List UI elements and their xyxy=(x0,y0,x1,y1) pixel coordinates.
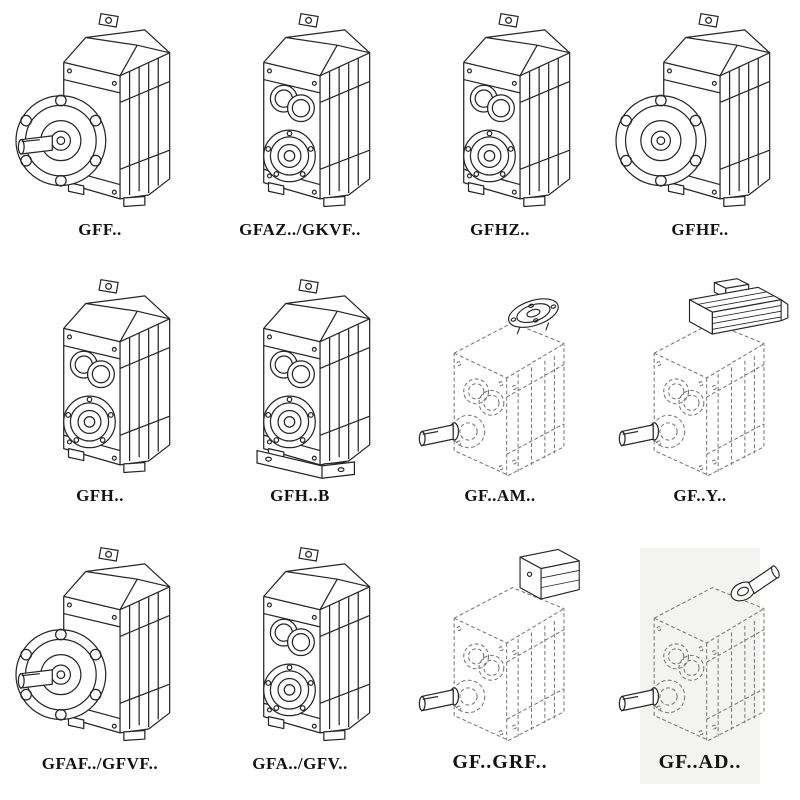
model-label: GFAF../GFVF.. xyxy=(41,754,159,773)
model-label: GFF.. xyxy=(78,220,122,239)
model-label: GFAZ../GKVF.. xyxy=(239,220,361,239)
catalog-cell-gfaf-gfvf: GFAF../GFVF.. xyxy=(40,548,160,784)
gearbox-hollow-shaft-icon xyxy=(208,541,392,751)
gearbox-input-shaft-dashed-icon xyxy=(608,538,792,748)
gearbox-hollow-shaft-icon xyxy=(208,7,392,217)
gearbox-hollow-shaft-base-icon xyxy=(208,273,392,483)
model-label: GFA../GFV.. xyxy=(252,754,348,773)
electric-motor xyxy=(690,279,788,334)
gearbox-housing-dashed xyxy=(419,588,564,741)
gearbox-flange-solid-shaft-icon xyxy=(8,541,192,751)
model-label: GFH.. xyxy=(76,486,124,505)
catalog-cell-gf-y: GF..Y.. xyxy=(640,282,760,516)
catalog-cell-gfa-gfv: GFA../GFV.. xyxy=(240,548,360,784)
catalog-cell-gfh-b: GFH..B xyxy=(240,282,360,516)
gearbox-housing-dashed xyxy=(619,323,764,476)
catalog-cell-gfhz: GFHZ.. xyxy=(440,16,560,250)
catalog-cell-gf-am: GF..AM.. xyxy=(440,282,560,516)
catalog-cell-gff: GFF.. xyxy=(40,16,160,250)
catalog-cell-gf-grf: GF..GRF.. xyxy=(440,548,560,784)
model-label: GF..Y.. xyxy=(673,486,727,505)
output-flange xyxy=(616,95,706,186)
gear-adapter-housing xyxy=(520,549,579,599)
free-input-shaft xyxy=(728,565,781,605)
gearbox-flange-solid-shaft-icon xyxy=(8,7,192,217)
model-label: GFHF.. xyxy=(671,220,729,239)
gearbox-hollow-shrink-disc-icon xyxy=(408,7,592,217)
catalog-cell-gfaz-gkvf: GFAZ../GKVF.. xyxy=(239,16,361,250)
gearbox-flange-mounted-icon xyxy=(608,7,792,217)
gearbox-hollow-shaft-icon xyxy=(8,273,192,483)
gearbox-housing-dashed xyxy=(419,323,564,476)
catalog-cell-gf-ad: GF..AD.. xyxy=(640,548,760,784)
model-label: GFHZ.. xyxy=(470,220,530,239)
model-label: GF..AM.. xyxy=(464,486,536,505)
model-label: GF..GRF.. xyxy=(452,751,548,773)
gearbox-housing-dashed xyxy=(619,588,764,741)
gearbox-with-motor-dashed-icon xyxy=(608,273,792,483)
gearbox-adapter-housing-dashed-icon xyxy=(408,538,592,748)
catalog-cell-gfh: GFH.. xyxy=(40,282,160,516)
model-label: GFH..B xyxy=(270,486,330,505)
catalog-cell-gfhf: GFHF.. xyxy=(640,16,760,250)
model-label: GF..AD.. xyxy=(658,751,742,773)
iec-adapter-flange xyxy=(505,293,562,334)
gearbox-iec-adapter-dashed-icon xyxy=(408,273,592,483)
